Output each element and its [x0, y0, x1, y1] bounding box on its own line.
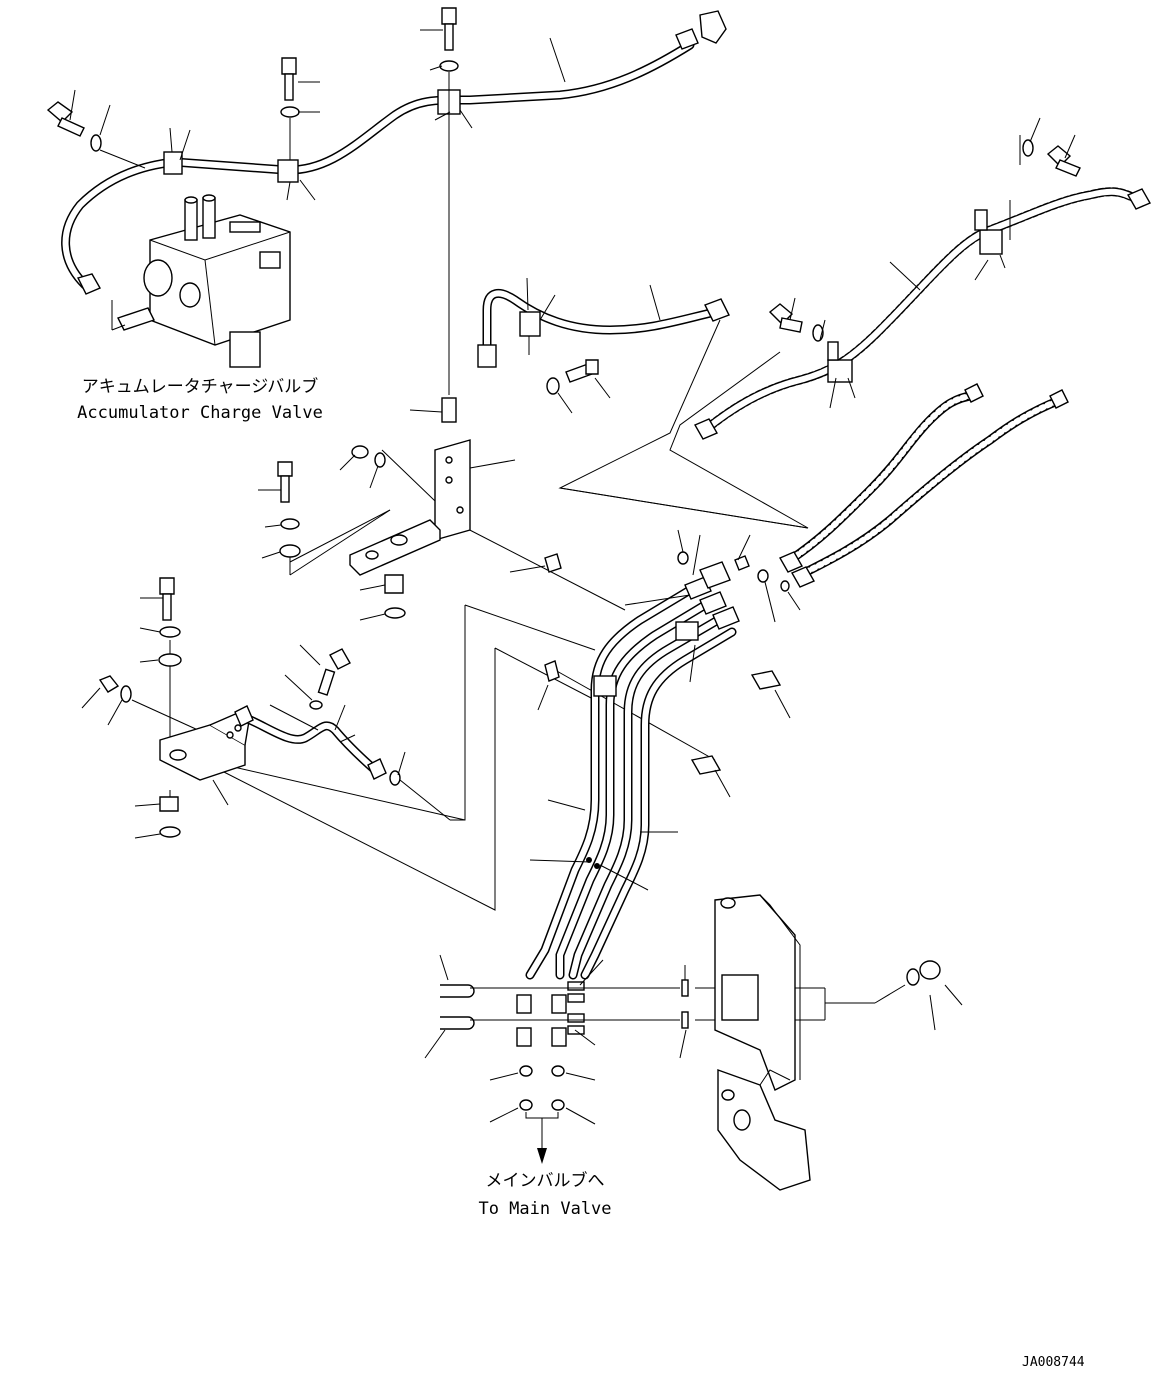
main-valve-label-en: To Main Valve — [478, 1199, 611, 1219]
mounting-plate — [714, 894, 963, 1191]
accumulator-charge-valve — [111, 194, 291, 368]
guide-lines — [131, 319, 809, 911]
middle-hose — [477, 277, 730, 414]
upper-leaders — [69, 29, 566, 201]
lower-left-bracket — [81, 577, 251, 839]
upper-bracket — [258, 397, 516, 621]
right-upper-hose — [694, 117, 1151, 440]
upper-bolts — [46, 7, 459, 395]
lower-left-hose — [234, 644, 406, 786]
bundle-upper-fittings — [624, 529, 801, 798]
accumulator-label-jp: アキュムレータチャージバルブ — [82, 376, 318, 397]
bottom-orings — [489, 1065, 596, 1164]
tube-bundle — [509, 553, 737, 980]
drawing-code: JA008744 — [1022, 1355, 1085, 1370]
right-hose-pair — [779, 383, 1069, 588]
main-valve-label-jp: メインバルブへ — [486, 1170, 605, 1191]
lower-fittings — [424, 954, 906, 1059]
accumulator-label-en: Accumulator Charge Valve — [77, 403, 323, 423]
